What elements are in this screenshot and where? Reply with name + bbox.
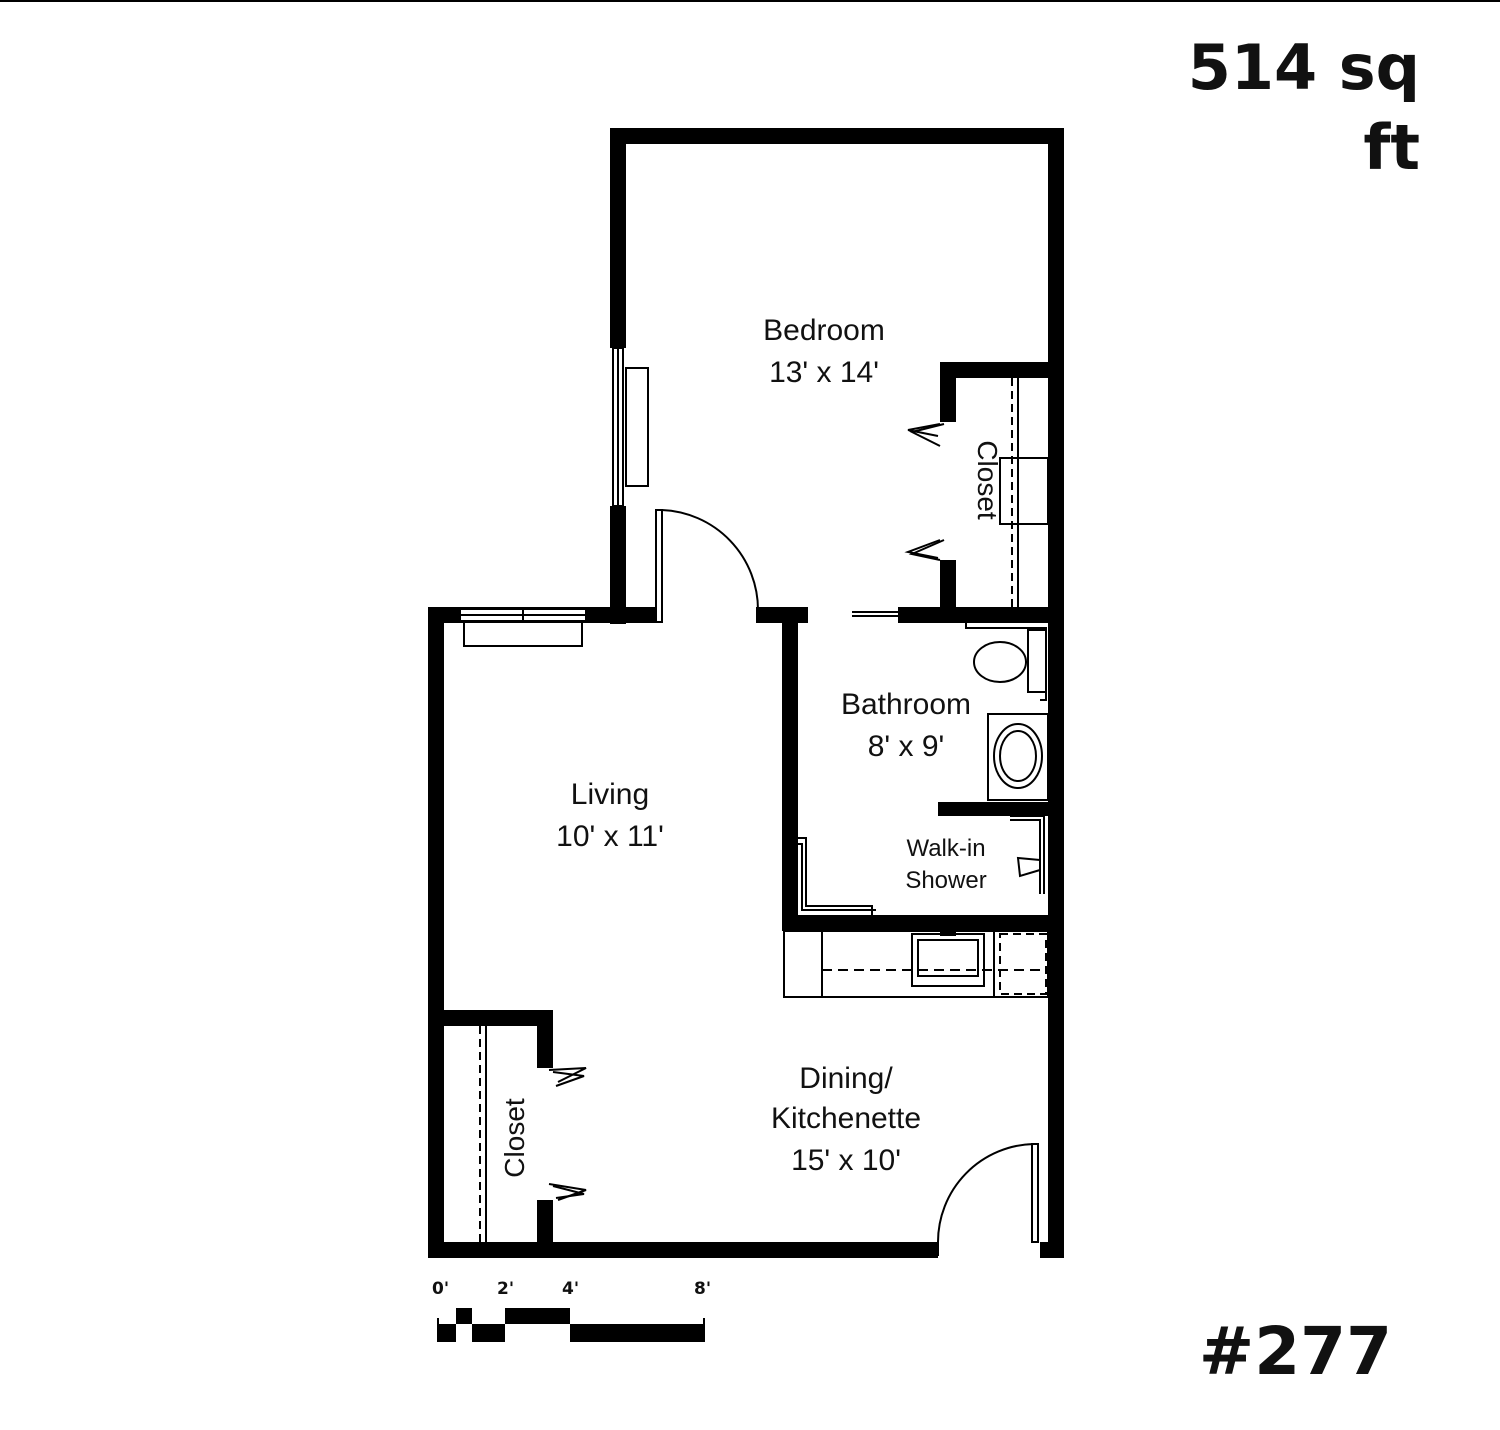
toilet-bowl [973,641,1027,683]
bathroom-size: 8' x 9' [868,730,945,763]
bedroom-door-leaf [655,509,663,623]
bedroom-size: 13' x 14' [769,356,879,389]
wall-bedroom-left-upper [610,128,626,348]
walls [428,128,1064,1258]
wall-closet-top [940,362,1064,378]
bedroom-closet-name: Closet [972,440,1003,520]
wall-left-outer [428,607,444,1258]
bedroom-name: Bedroom [763,314,885,347]
dining-name-2: Kitchenette [771,1102,921,1135]
living-size: 10' x 11' [556,820,664,853]
wall-shower-divider [938,802,1064,816]
shower-label-2: Shower [905,867,986,894]
living-heater [463,621,583,647]
wall-closet-left-upper [940,362,956,422]
bedroom-heater [625,367,649,487]
wall-closet-left-lower [940,560,956,622]
kitchen-sink [911,933,985,987]
sink-basin [993,723,1043,789]
kitchen-range [999,933,1047,995]
dining-size: 15' x 10' [791,1144,901,1177]
wall-bedroom-top [610,128,1064,144]
scale-bar: 0' 2' 4' 8' [432,1279,711,1342]
entry-door-swing [937,1143,1035,1243]
wall-bottom-outer [428,1242,938,1258]
wall-lcloset-top [428,1010,552,1026]
wall-bottom-right-stub [1040,1242,1064,1258]
wall-right-outer [1048,128,1064,1258]
toilet-tank [1027,629,1047,693]
room-labels: Bedroom 13' x 14' Closet Bathroom 8' x 9… [499,314,1003,1178]
unit-number-label: #277 [1198,1313,1392,1390]
sink-vanity [987,713,1049,801]
scale-label-8: 8' [694,1279,711,1299]
wall-mid-right [898,607,1064,623]
kitchen-counter [783,930,1049,998]
scale-seg-3 [472,1324,505,1342]
wall-lcloset-right-upper [537,1010,553,1068]
closet-door-lower [904,539,941,559]
lcloset-door-upper [552,1071,585,1087]
shower-label-1: Walk-in [906,835,985,862]
scale-seg-5 [570,1324,704,1342]
wall-bedroom-left-lower [610,506,626,624]
wall-lcloset-right-lower [537,1200,553,1258]
living-name: Living [571,778,649,811]
scale-seg-1 [438,1324,456,1342]
shower-head [1016,856,1041,878]
scale-seg-2 [456,1308,472,1324]
bedroom-door-swing [661,509,760,611]
scale-label-2: 2' [497,1279,514,1299]
dining-name-1: Dining/ [799,1062,893,1095]
living-closet-name: Closet [499,1098,530,1178]
top-border-line [0,0,1500,2]
fixtures [459,347,1049,1256]
wall-bath-bottom [782,915,1064,931]
scale-label-4: 4' [562,1279,579,1299]
floor-area-label: 514 sq ft [1187,31,1420,184]
scale-seg-4 [505,1308,570,1324]
closet-door-upper [907,423,941,437]
bathroom-name: Bathroom [841,688,971,721]
entry-door-leaf [1031,1143,1039,1243]
wall-bath-left [782,607,798,931]
scale-label-0: 0' [432,1279,449,1299]
